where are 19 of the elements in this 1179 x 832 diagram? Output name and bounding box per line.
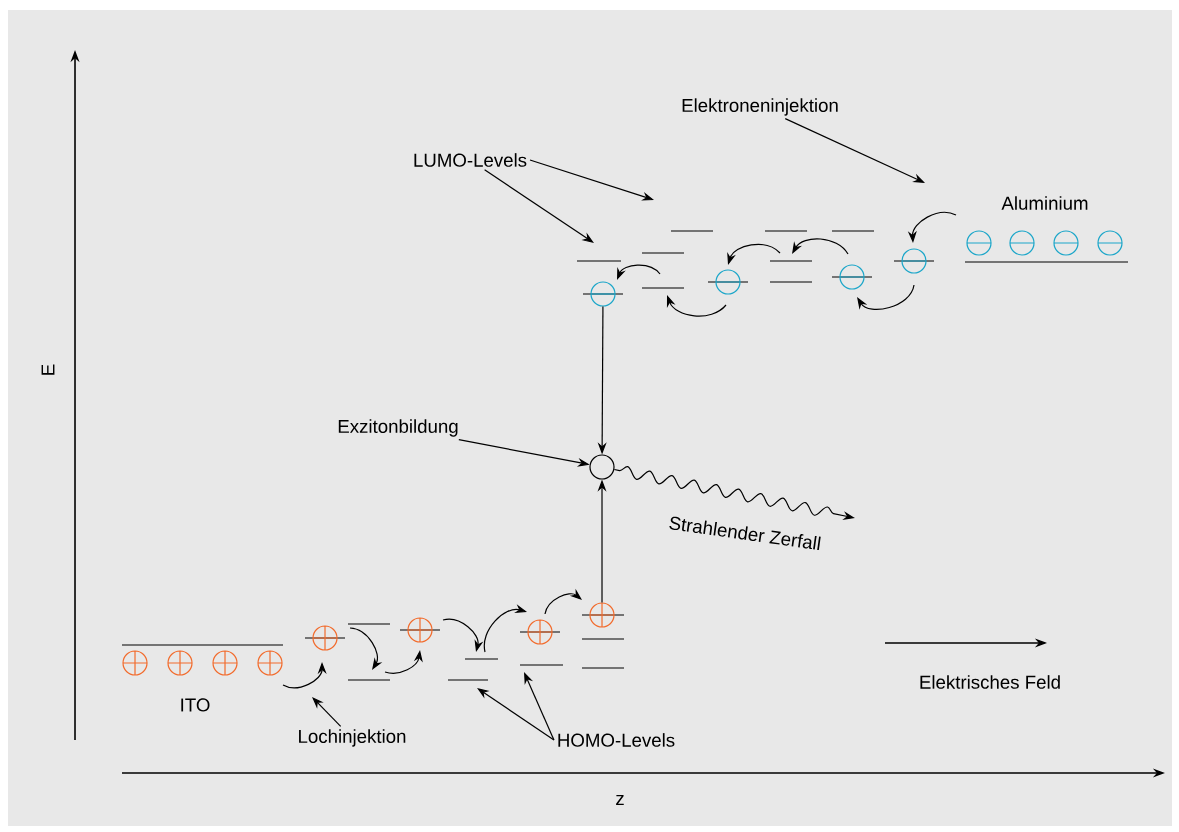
arrow: [477, 688, 555, 741]
exciton-circle: [589, 454, 615, 480]
arrow: [784, 118, 925, 183]
text-label: z: [616, 795, 624, 805]
arrow: [312, 697, 342, 727]
arrow: [524, 672, 555, 741]
hole-symbol: [589, 602, 615, 628]
text-label: Elektroneninjektion: [682, 98, 838, 116]
text-label: Strahlender Zerfall: [669, 516, 821, 551]
arrow: [484, 169, 594, 243]
text-label: E: [41, 364, 55, 375]
text-label: Exzitonbildung: [338, 419, 458, 437]
text-label: Aluminium: [1001, 196, 1088, 210]
text-label: ITO: [181, 698, 210, 712]
text-label: LUMO-Levels: [414, 153, 527, 167]
text-label: Elektrisches Feld: [920, 675, 1060, 689]
text-label: HOMO-Levels: [558, 733, 675, 747]
text-label: Lochinjektion: [299, 729, 406, 747]
electron-symbol: [590, 281, 616, 307]
